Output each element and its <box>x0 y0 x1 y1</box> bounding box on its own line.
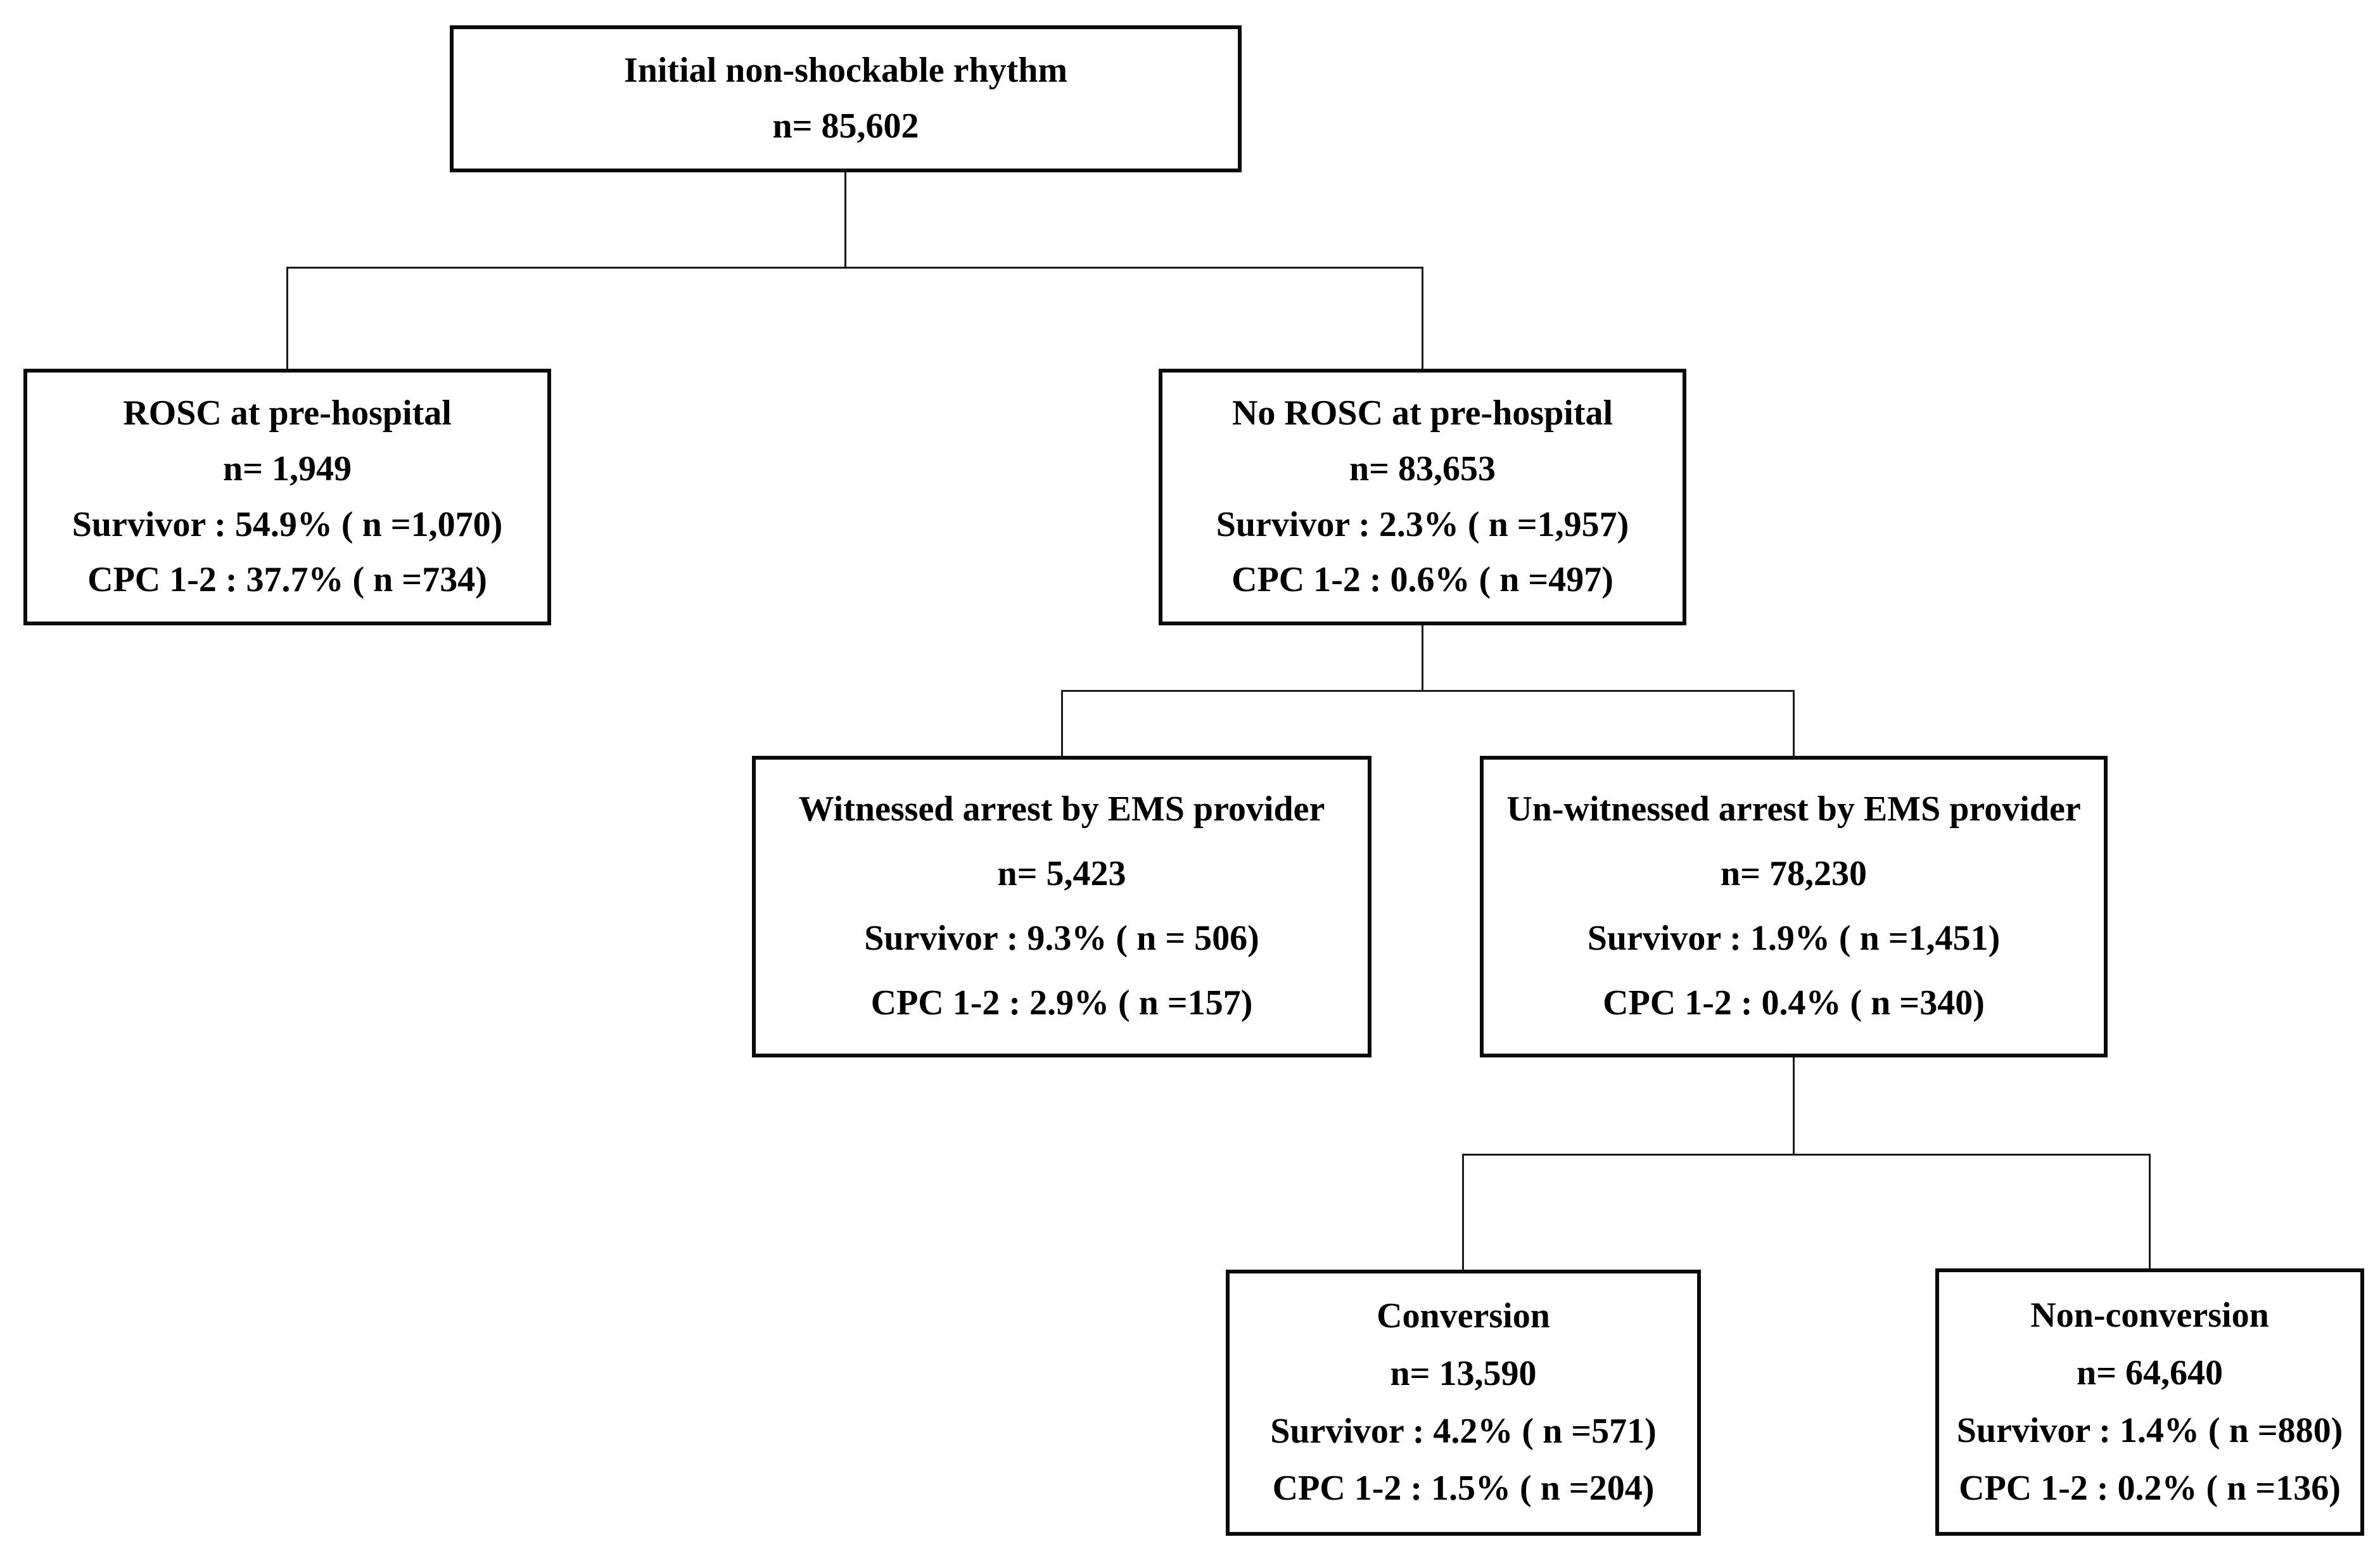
node-non-conversion: Non-conversion n= 64,640 Survivor : 1.4%… <box>1935 1268 2364 1536</box>
connector-level1-branch <box>286 267 1423 269</box>
node-cpc-stat: CPC 1-2 : 0.2% ( n =136) <box>1959 1468 2341 1508</box>
node-n-count: n= 83,653 <box>1349 449 1496 488</box>
node-cpc-stat: CPC 1-2 : 37.7% ( n =734) <box>87 560 487 600</box>
node-title: Un-witnessed arrest by EMS provider <box>1506 789 2081 829</box>
node-no-rosc-at-pre-hospital: No ROSC at pre-hospital n= 83,653 Surviv… <box>1159 369 1686 625</box>
node-cpc-stat: CPC 1-2 : 0.6% ( n =497) <box>1231 560 1613 600</box>
node-title: Conversion <box>1377 1296 1550 1336</box>
node-n-count: n= 78,230 <box>1720 854 1868 894</box>
node-survivor-stat: Survivor : 2.3% ( n =1,957) <box>1216 504 1629 544</box>
node-survivor-stat: Survivor : 1.4% ( n =880) <box>1956 1410 2343 1450</box>
node-rosc-at-pre-hospital: ROSC at pre-hospital n= 1,949 Survivor :… <box>23 369 551 625</box>
node-title: Witnessed arrest by EMS provider <box>798 789 1325 829</box>
node-survivor-stat: Survivor : 4.2% ( n =571) <box>1270 1411 1657 1451</box>
node-conversion: Conversion n= 13,590 Survivor : 4.2% ( n… <box>1226 1270 1701 1536</box>
node-initial-non-shockable-rhythm: Initial non-shockable rhythm n= 85,602 <box>450 25 1242 172</box>
connector-unwitnessed-stem <box>1793 1056 1795 1155</box>
connector-level2-branch <box>1061 690 1795 692</box>
connector-to-conversion <box>1462 1154 1464 1271</box>
node-cpc-stat: CPC 1-2 : 2.9% ( n =157) <box>870 983 1253 1023</box>
node-n-count: n= 5,423 <box>997 854 1126 894</box>
node-survivor-stat: Survivor : 9.3% ( n = 506) <box>864 919 1259 959</box>
node-witnessed-arrest-by-ems: Witnessed arrest by EMS provider n= 5,42… <box>752 756 1371 1057</box>
connector-root-stem <box>844 171 846 269</box>
connector-level3-branch <box>1462 1154 2151 1156</box>
node-title: No ROSC at pre-hospital <box>1231 393 1613 433</box>
node-n-count: n= 13,590 <box>1390 1353 1537 1393</box>
node-survivor-stat: Survivor : 54.9% ( n =1,070) <box>72 504 503 544</box>
node-title: Initial non-shockable rhythm <box>623 50 1068 90</box>
node-unwitnessed-arrest-by-ems: Un-witnessed arrest by EMS provider n= 7… <box>1480 756 2108 1057</box>
connector-to-unwitnessed <box>1793 690 1795 757</box>
connector-to-non-conversion <box>2149 1154 2151 1270</box>
node-n-count: n= 85,602 <box>772 106 919 146</box>
node-survivor-stat: Survivor : 1.9% ( n =1,451) <box>1587 919 2001 959</box>
node-n-count: n= 64,640 <box>2076 1353 2224 1393</box>
node-n-count: n= 1,949 <box>222 449 352 488</box>
node-cpc-stat: CPC 1-2 : 1.5% ( n =204) <box>1272 1469 1655 1509</box>
connector-to-rosc <box>286 267 288 370</box>
node-title: Non-conversion <box>2030 1295 2269 1335</box>
connector-to-witnessed <box>1061 690 1063 757</box>
node-cpc-stat: CPC 1-2 : 0.4% ( n =340) <box>1603 983 1985 1023</box>
node-title: ROSC at pre-hospital <box>123 393 452 433</box>
connector-no-rosc-stem <box>1422 624 1423 691</box>
connector-to-no-rosc <box>1422 267 1423 370</box>
